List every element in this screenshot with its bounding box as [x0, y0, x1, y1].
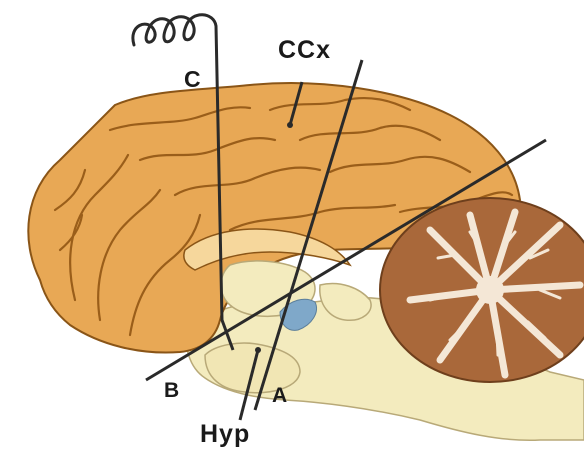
label-hyp: Hyp: [200, 422, 250, 447]
label-c: C: [184, 68, 201, 91]
cerebellum-center: [476, 276, 504, 304]
ccx-pointer-dot: [287, 122, 293, 128]
hyp-pointer-dot: [255, 347, 261, 353]
label-a: A: [272, 385, 287, 406]
label-b: B: [164, 380, 179, 401]
label-ccx: CCx: [278, 38, 331, 63]
